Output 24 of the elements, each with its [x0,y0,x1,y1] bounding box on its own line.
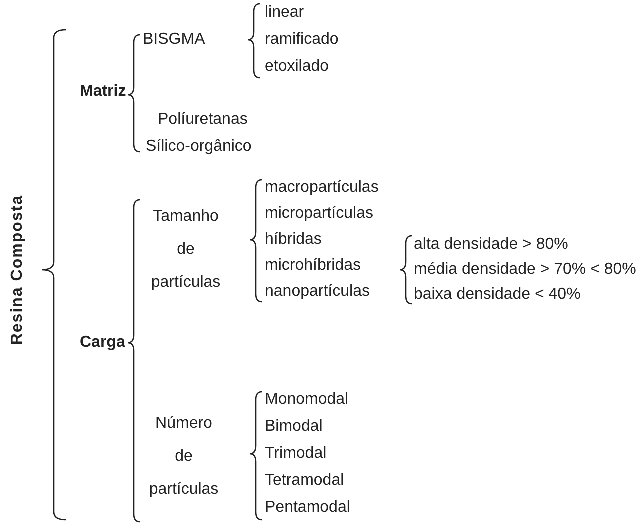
category-label: Resina Composta [8,195,27,346]
category-label: Número de partículas [148,414,220,500]
list-item: etoxilado [265,57,330,77]
list-item: micropartículas [265,204,374,224]
list-item: alta densidade > 80% [414,235,568,255]
category-label: Tamanho de partículas [150,207,222,293]
category-label: Matriz [80,82,126,102]
list-item: Monomodal [265,390,349,410]
list-item: Sílico-orgânico [146,137,252,157]
list-item: híbridas [265,230,322,250]
category-label: Carga [80,333,126,353]
list-item: Trimodal [265,444,327,464]
list-item: macropartículas [265,178,379,198]
list-item: ramificado [265,30,339,50]
list-item: Bimodal [265,417,323,437]
list-item: Tetramodal [265,471,344,491]
list-item: média densidade > 70% < 80% [414,260,636,280]
list-item: microhíbridas [265,256,362,276]
list-item: baixa densidade < 40% [414,285,581,305]
list-item: linear [265,3,304,23]
list-item: nanopartículas [265,282,370,302]
list-item: Pentamodal [265,498,350,518]
category-label: BISGMA [143,30,206,50]
list-item: Políuretanas [158,110,248,130]
